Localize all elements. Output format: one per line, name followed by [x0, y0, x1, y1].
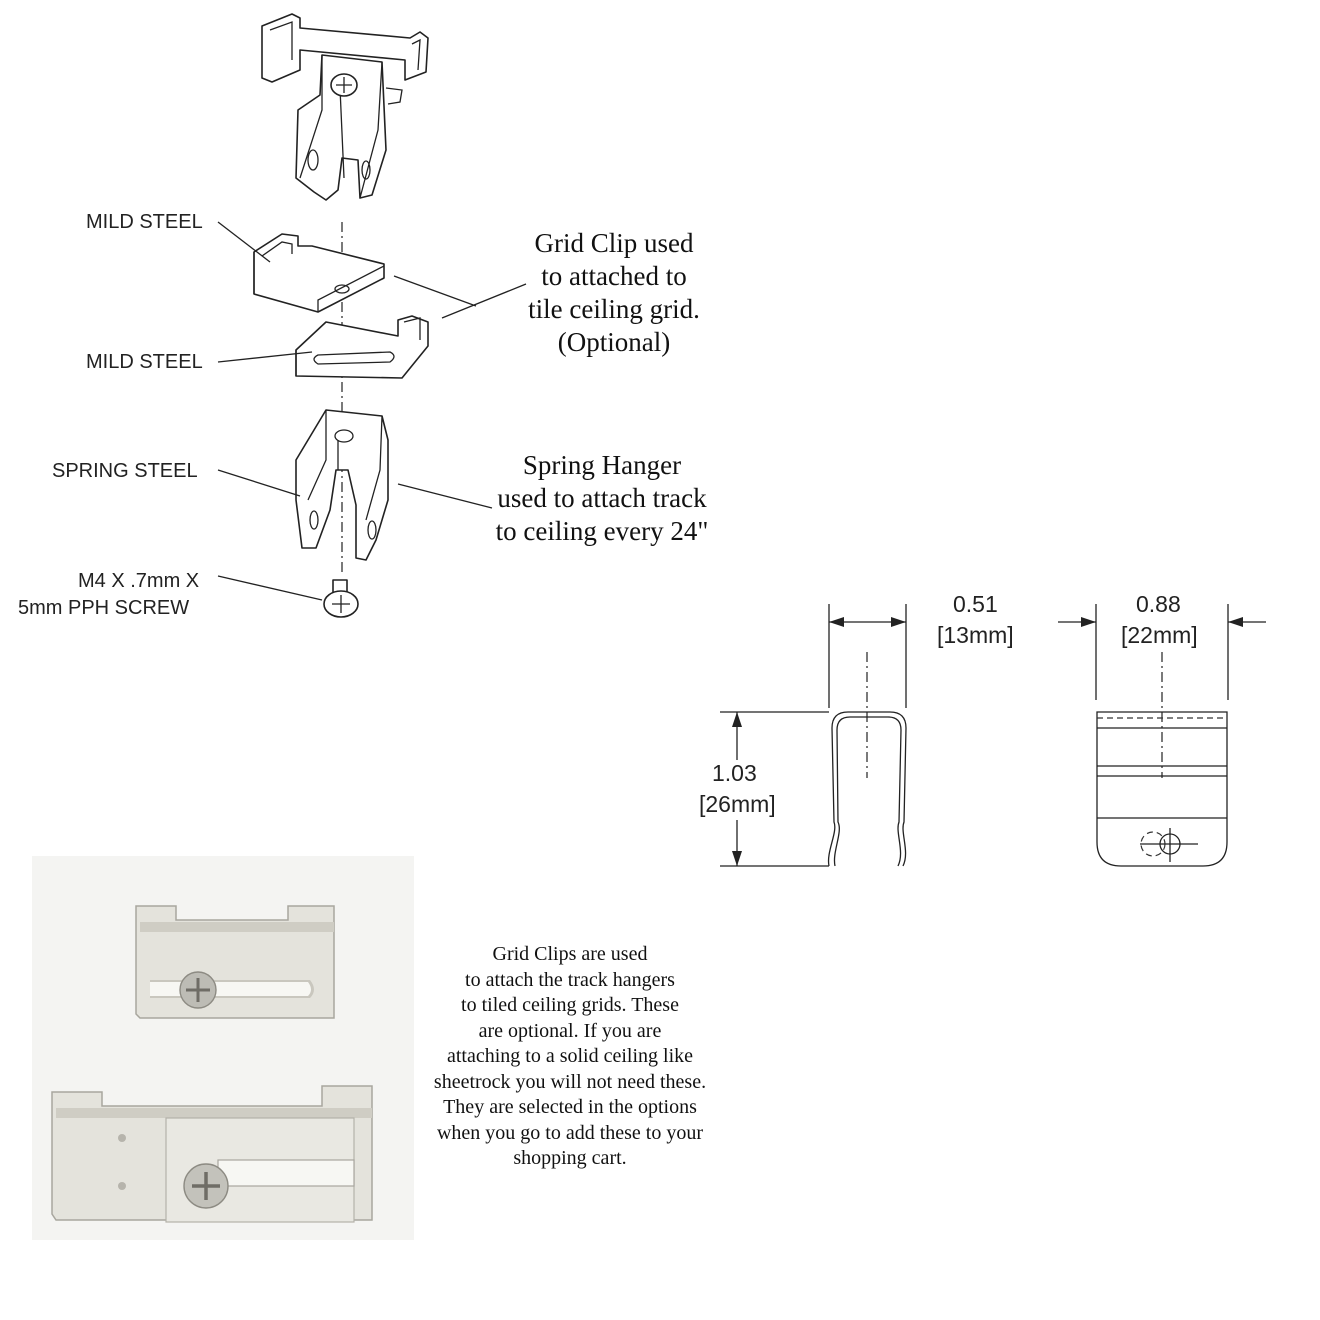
label-screw-line-2: 5mm PPH SCREW — [18, 597, 189, 619]
label-screw-line-1: M4 X .7mm X — [78, 570, 199, 592]
dim-width-mm: [13mm] — [937, 622, 1014, 648]
grid-clip-upper-plate — [253, 233, 385, 313]
dim-height-inch: 1.03 — [712, 760, 757, 786]
dim-height-mm: [26mm] — [699, 791, 776, 817]
grid-clip-callout-line-3: tile ceiling grid. — [528, 294, 700, 324]
side-view-profile — [720, 604, 907, 867]
grid-clip-callout-line-4: (Optional) — [558, 327, 670, 357]
grid-clips-photo — [32, 856, 414, 1240]
grid-clips-description: Grid Clips are used to attach the track … — [433, 943, 707, 1169]
label-mild-steel-lower: MILD STEEL — [86, 351, 203, 373]
grid-clip-callout: Grid Clip used to attached to tile ceili… — [528, 228, 700, 357]
dim-depth-inch: 0.88 — [1136, 591, 1181, 617]
label-spring-steel: SPRING STEEL — [52, 460, 198, 482]
label-leaders — [217, 221, 527, 601]
spring-hanger-callout-line-3: to ceiling every 24" — [496, 516, 709, 546]
grid-clip-callout-line-1: Grid Clip used — [535, 228, 694, 258]
photo-grid-clip-lower — [51, 1085, 373, 1223]
spring-hanger-callout-line-1: Spring Hanger — [523, 450, 681, 480]
dimension-drawings: 0.51 [13mm] 1.03 [26mm] 0.88 [22mm] — [699, 591, 1266, 867]
assembled-hanger-drawing — [261, 13, 429, 201]
spring-hanger-callout-line-2: used to attach track — [497, 483, 707, 513]
exploded-assembly: MILD STEEL MILD STEEL SPRING STEEL M4 X … — [18, 13, 709, 619]
spring-hanger-drawing — [295, 409, 389, 561]
grid-clip-lower-plate — [295, 315, 429, 379]
dim-depth-mm: [22mm] — [1121, 622, 1198, 648]
front-view-profile — [1058, 604, 1266, 867]
dim-width-inch: 0.51 — [953, 591, 998, 617]
spring-hanger-callout: Spring Hanger used to attach track to ce… — [496, 450, 709, 546]
label-mild-steel-upper: MILD STEEL — [86, 211, 203, 233]
grid-clip-callout-line-2: to attached to — [541, 261, 686, 291]
photo-grid-clip-upper — [135, 905, 335, 1019]
screw-drawing — [323, 579, 359, 618]
